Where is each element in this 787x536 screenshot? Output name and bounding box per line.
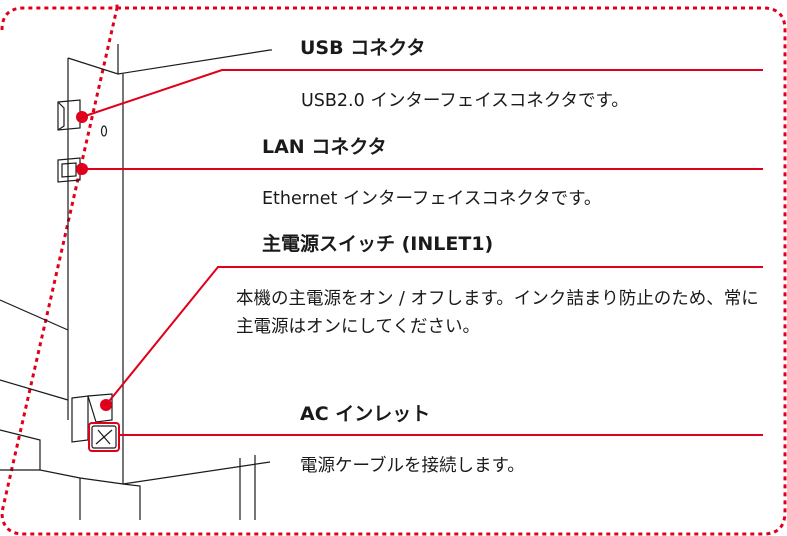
leader-lines [81, 69, 763, 436]
lan-dot [76, 163, 88, 175]
printer-body [0, 44, 271, 520]
ac-inlet-description: 電源ケーブルを接続します。 [300, 456, 525, 476]
usb-dot [76, 111, 88, 123]
power-leader [105, 266, 763, 406]
ac-inlet-highlight [88, 422, 120, 452]
ac-inlet-title: AC インレット [300, 403, 431, 425]
main-power-switch-title: 主電源スイッチ (INLET1) [262, 233, 494, 255]
power-dot [100, 399, 112, 411]
main-power-switch-description: 本機の主電源をオン / オフします。インク詰まり防止のため、常に主電源はオンにし… [236, 289, 759, 337]
usb-connector-title: USB コネクタ [300, 37, 426, 59]
callout-dots [76, 111, 112, 411]
usb-leader [81, 69, 763, 118]
lan-connector-title: LAN コネクタ [262, 136, 387, 158]
usb-connector-description: USB2.0 インターフェイスコネクタです。 [301, 91, 629, 111]
lan-connector-description: Ethernet インターフェイスコネクタです。 [262, 189, 602, 209]
